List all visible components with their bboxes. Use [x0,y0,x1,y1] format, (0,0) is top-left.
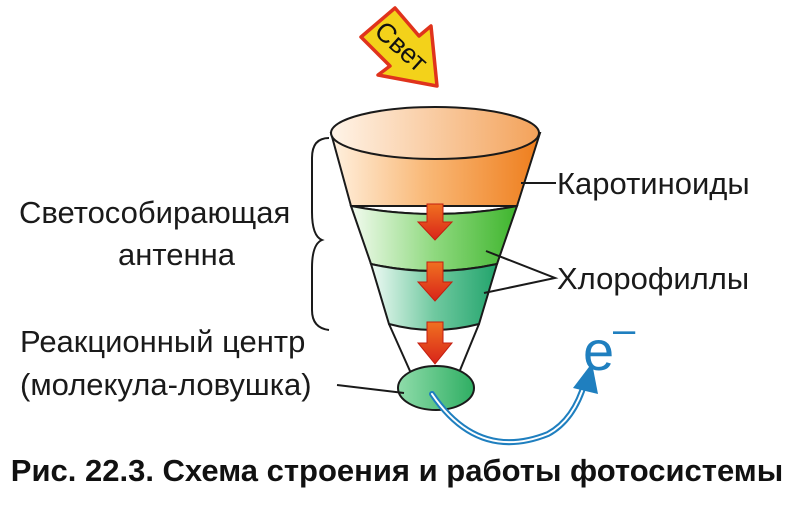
reaction-center-ellipse [397,365,475,411]
reaction-center-label-line1: Реакционный центр [20,324,305,359]
carotenoids-label: Каротиноиды [557,166,750,201]
figure-caption: Рис. 22.3. Схема строения и работы фотос… [11,453,783,488]
electron-symbol: e [583,319,614,382]
light-arrow: Свет [359,6,439,88]
reaction-center-leader [336,384,405,394]
energy-arrow-2 [416,261,454,302]
reaction-center-label-line2: (молекула-ловушка) [20,367,312,402]
antenna-label-line1: Светособирающая [19,195,290,230]
electron-charge: – [613,308,636,352]
electron-path-arrow [429,363,598,446]
chlorophylls-leader [483,250,559,294]
funnel-top-ellipse [330,106,540,160]
chlorophylls-label: Хлорофиллы [557,261,749,296]
energy-arrow-1 [416,203,454,241]
antenna-label-line2: антенна [118,237,236,272]
energy-arrow-3 [416,321,454,365]
antenna-brace [311,137,330,331]
